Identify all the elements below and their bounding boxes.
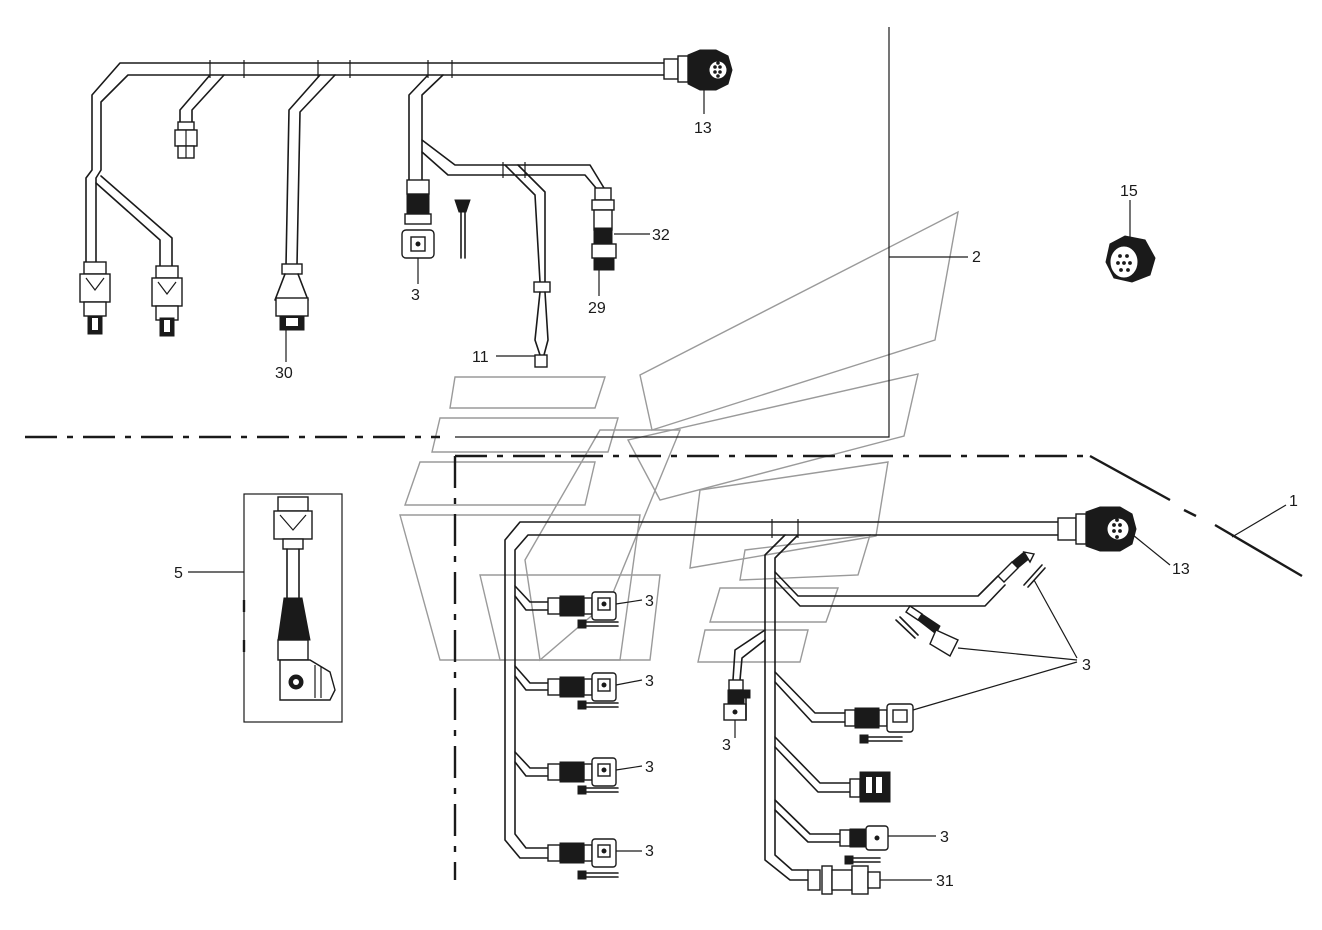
terminal-11 [533,281,551,368]
callout-2: 2 [972,249,981,266]
connector-left-a [79,261,111,335]
callout-labels: 13 15 2 32 3 29 30 11 1 5 13 3 3 3 3 3 3… [174,120,1298,890]
callout-13-bottom: 13 [1172,561,1190,578]
callout-1: 1 [1289,493,1298,510]
connector-3-center-diagonal [895,605,959,657]
round-connector-15 [1105,235,1156,283]
callout-31: 31 [936,873,954,890]
connector-32-29 [591,187,617,271]
callout-3-b: 3 [645,673,654,690]
callout-13-top: 13 [694,120,712,137]
connector-3-right-3 [839,825,889,865]
connector-3-left-3 [547,757,619,795]
callout-30: 30 [275,365,293,382]
connector-3-left-1 [547,591,619,629]
connector-3-right-1 [844,703,914,744]
callout-3-d: 3 [645,843,654,860]
small-connector-top [174,121,198,159]
connector-right-2 [849,771,891,803]
frame-lines [25,27,1303,880]
callout-11: 11 [472,349,489,366]
round-connector-13-top [663,49,733,91]
connector-3-left-2 [547,672,619,710]
callout-3-c: 3 [645,759,654,776]
connector-3-small [723,679,751,721]
callout-3-top: 3 [411,287,420,304]
connector-3-left-4 [547,838,619,880]
callout-5: 5 [174,565,183,582]
callout-3-e: 3 [940,829,949,846]
connector-31 [807,865,881,895]
connector-3-right-diagonal [997,551,1046,588]
callout-32: 32 [652,227,670,244]
callout-3-right: 3 [1082,657,1091,674]
callout-15: 15 [1120,183,1138,200]
round-connector-13-bottom [1057,506,1137,552]
leader-lines [188,90,1287,881]
watermark-logo [399,210,959,663]
top-harness [85,60,666,283]
inset-detail-5 [243,493,343,723]
callout-3-mid: 3 [722,737,731,754]
seal-plug-top [454,199,471,259]
connector-30 [274,263,309,331]
callout-29: 29 [588,300,606,317]
callout-3-a: 3 [645,593,654,610]
connector-left-b [151,265,183,337]
connector-3-top [401,179,435,259]
bottom-harness [504,519,1059,881]
